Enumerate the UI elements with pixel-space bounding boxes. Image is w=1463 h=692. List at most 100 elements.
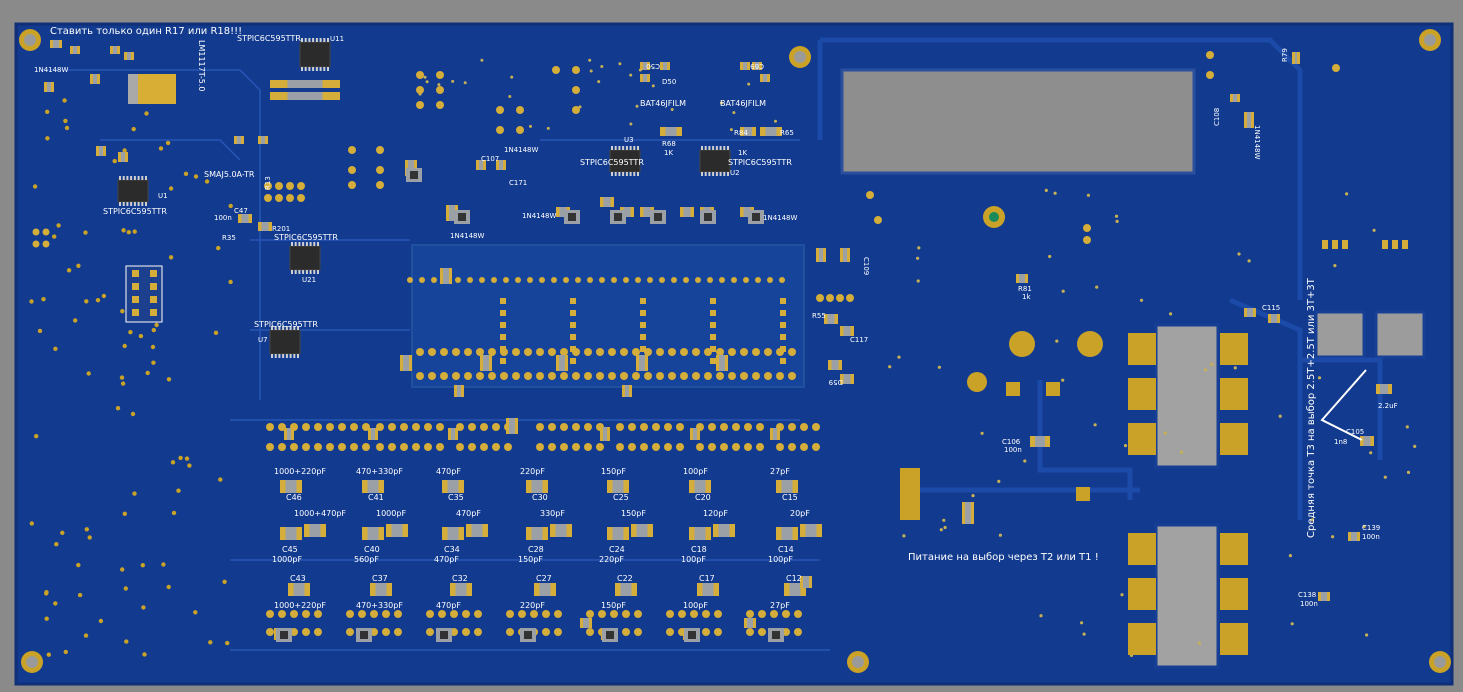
th-pad xyxy=(560,423,568,431)
via xyxy=(1333,264,1337,268)
via xyxy=(529,124,532,128)
th-pad xyxy=(290,610,298,618)
via xyxy=(53,601,58,606)
th-pad xyxy=(548,348,556,356)
diode-mark xyxy=(772,631,780,639)
relay-pad xyxy=(132,270,139,277)
via xyxy=(1237,252,1241,256)
th-pad xyxy=(506,628,514,636)
label-r68: R68 xyxy=(662,140,676,148)
via xyxy=(63,118,68,124)
via xyxy=(120,567,125,572)
via xyxy=(60,530,65,535)
ic-pin xyxy=(274,326,277,330)
ic-pin xyxy=(323,67,326,71)
th-pad-square xyxy=(500,298,506,304)
th-pad xyxy=(632,348,640,356)
smd-pad xyxy=(506,418,509,434)
via xyxy=(588,58,592,62)
th-pad xyxy=(275,194,283,202)
smd-body xyxy=(1360,436,1374,446)
smd-pad xyxy=(800,583,806,596)
label-r35: R35 xyxy=(222,234,236,242)
via xyxy=(1086,193,1090,197)
via xyxy=(1372,228,1376,232)
cap-row1-ref: C41 xyxy=(368,493,384,502)
via xyxy=(1163,431,1167,435)
smd-pad xyxy=(304,583,310,596)
smd-pad xyxy=(556,207,560,217)
via xyxy=(1362,524,1366,529)
ic-pin xyxy=(622,172,625,176)
th-pad xyxy=(1083,224,1091,232)
ic-pin xyxy=(289,354,292,358)
label-bat46-1: BAT46JFILM xyxy=(640,99,686,108)
th-pad xyxy=(436,86,444,94)
test-point-hole xyxy=(989,212,999,222)
label-d4: 1N4148W xyxy=(1253,125,1261,160)
label-c106: C106 xyxy=(1002,438,1021,446)
th-pad xyxy=(563,277,569,283)
smd-pad xyxy=(448,428,451,440)
label-smaj: SMAJ5.0A-TR xyxy=(204,170,255,179)
th-pad xyxy=(496,106,504,114)
smd-body xyxy=(840,326,854,336)
ic-pin xyxy=(278,326,281,330)
cap-row1-value: 220pF xyxy=(520,467,545,476)
th-pad xyxy=(680,348,688,356)
diode-mark xyxy=(524,631,532,639)
via xyxy=(1095,285,1099,289)
diode-mark xyxy=(752,213,760,221)
th-pad-square xyxy=(780,310,786,316)
chip-ref-u2: U2 xyxy=(730,169,740,177)
smd-pad xyxy=(840,374,844,384)
th-pad xyxy=(728,372,736,380)
smd-pad xyxy=(660,62,663,70)
via xyxy=(193,174,199,179)
smd-body xyxy=(454,385,464,397)
via xyxy=(480,58,484,62)
ic-pin xyxy=(291,270,293,274)
th-pad xyxy=(572,66,580,74)
th-pad xyxy=(572,443,580,451)
diode-mark xyxy=(440,631,448,639)
ic-pin xyxy=(133,176,136,180)
via xyxy=(122,511,128,516)
th-pad xyxy=(302,423,310,431)
cap-row2-value: 120pF xyxy=(703,509,728,518)
ic-pin xyxy=(301,38,303,42)
th-pad xyxy=(584,423,592,431)
th-pad xyxy=(752,348,760,356)
ic-body xyxy=(289,245,321,271)
chip-ref-u1: U1 xyxy=(158,192,168,200)
ic-pin xyxy=(708,146,711,150)
label-r201: R201 xyxy=(272,225,290,233)
smd-pad xyxy=(556,355,559,371)
th-pad xyxy=(348,166,356,174)
th-pad xyxy=(575,277,581,283)
via xyxy=(997,479,1001,483)
inductor-left xyxy=(1314,310,1366,359)
smd-pad xyxy=(241,136,244,144)
ic-pin xyxy=(637,146,639,150)
smd-pad xyxy=(370,583,376,596)
via xyxy=(1406,470,1411,474)
via xyxy=(732,111,736,115)
smd-body xyxy=(124,52,134,60)
smd-pad xyxy=(1342,240,1348,249)
ic-pin xyxy=(712,172,715,176)
via xyxy=(939,528,943,532)
cap-row2-ref: C24 xyxy=(609,545,625,554)
smd-body xyxy=(640,207,654,217)
cap-row2-value: 470pF xyxy=(456,509,481,518)
smd-body xyxy=(556,207,570,217)
th-pad xyxy=(504,443,512,451)
th-pad xyxy=(704,372,712,380)
th-pad xyxy=(628,423,636,431)
th-pad xyxy=(764,348,772,356)
th-pad xyxy=(752,372,760,380)
via xyxy=(1413,444,1417,448)
th-pad xyxy=(376,166,384,174)
filter-module-area xyxy=(411,244,805,388)
